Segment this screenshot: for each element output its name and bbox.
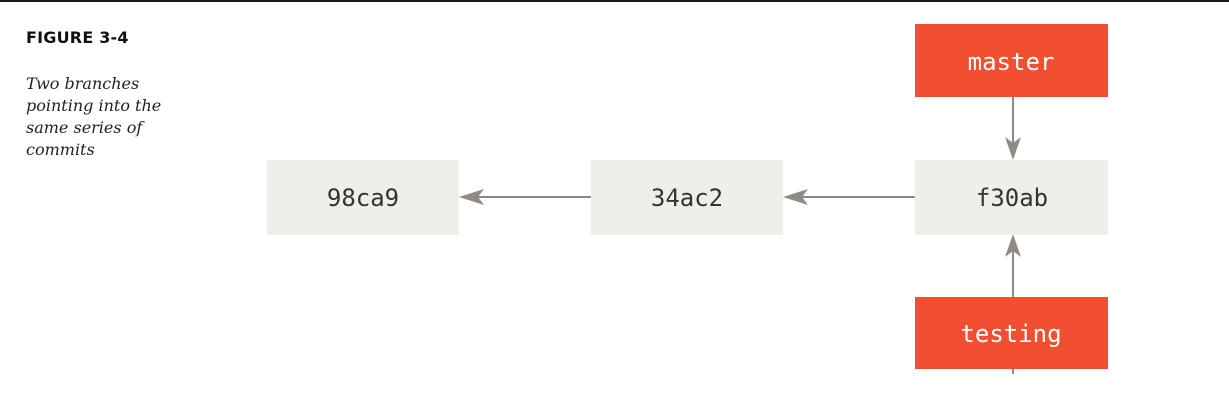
branch-node-testing: testing bbox=[915, 297, 1108, 369]
branch-box bbox=[915, 24, 1108, 97]
branch-node-master: master bbox=[915, 24, 1108, 97]
figure-label: FIGURE 3-4 bbox=[26, 28, 129, 47]
figure-caption: Two branches pointing into the same seri… bbox=[26, 74, 162, 159]
commit-box bbox=[267, 160, 459, 235]
commit-node-98ca9: 98ca9 bbox=[267, 160, 459, 235]
arrow-head bbox=[1005, 234, 1021, 257]
top-rule bbox=[0, 0, 1229, 2]
arrow-34ac2-to-98ca9 bbox=[459, 189, 591, 205]
commit-node-f30ab: f30ab bbox=[915, 160, 1108, 235]
commit-box bbox=[915, 160, 1108, 235]
arrow-head bbox=[459, 189, 484, 205]
commit-node-34ac2: 34ac2 bbox=[591, 160, 783, 235]
arrow-head bbox=[783, 189, 808, 205]
branch-name: testing bbox=[960, 320, 1061, 348]
arrow-master-to-f30ab bbox=[1005, 97, 1021, 160]
commit-id: 34ac2 bbox=[651, 184, 723, 212]
arrow-testing-to-f30ab bbox=[1005, 234, 1021, 297]
branch-box bbox=[915, 297, 1108, 369]
commit-id: f30ab bbox=[976, 184, 1048, 212]
arrow-f30ab-to-34ac2 bbox=[783, 189, 915, 205]
commit-id: 98ca9 bbox=[327, 184, 399, 212]
arrow-head bbox=[1005, 137, 1021, 160]
branch-name: master bbox=[968, 48, 1055, 76]
commit-box bbox=[591, 160, 783, 235]
